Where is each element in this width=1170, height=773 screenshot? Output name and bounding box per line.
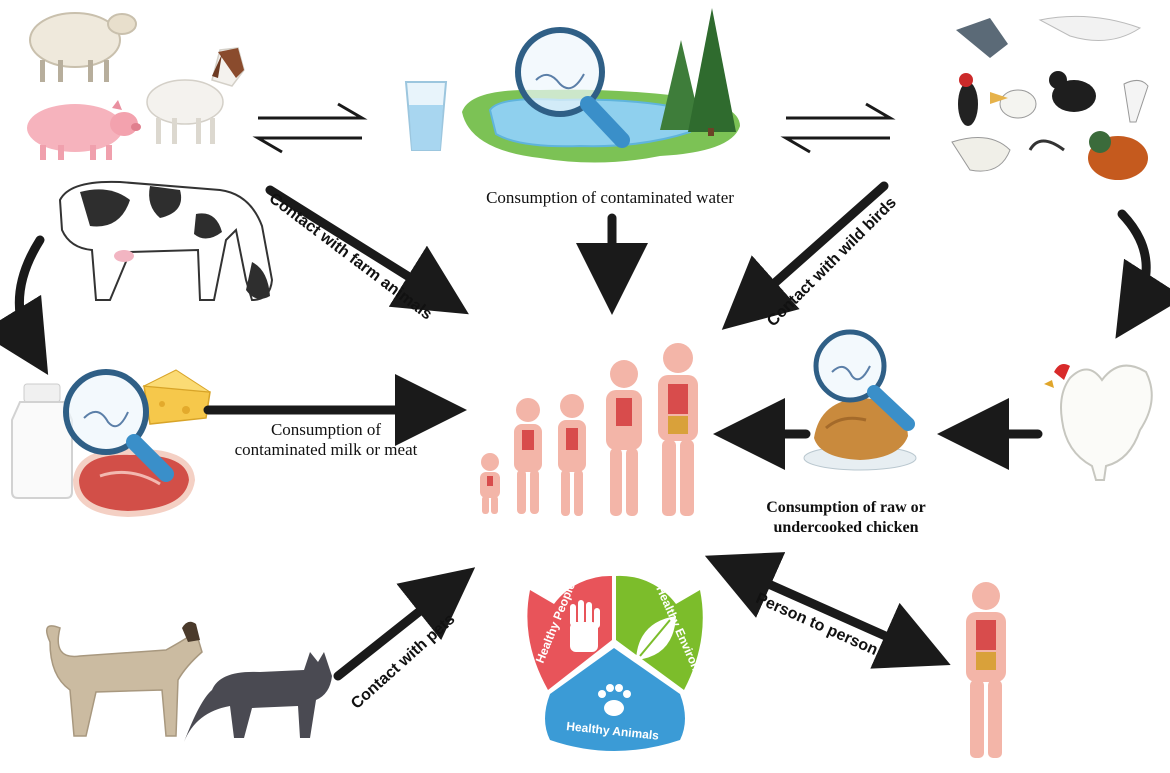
birds-icon xyxy=(951,15,1149,180)
leaf-icon xyxy=(636,616,676,660)
human-body-icon xyxy=(966,582,1006,758)
one-health-badge: Healthy People Healthy Environment Healt… xyxy=(527,575,715,751)
tree-icon xyxy=(660,8,736,136)
paw-icon xyxy=(598,684,631,716)
equilibrium-arrow-right xyxy=(780,102,896,154)
roast-chicken-icon xyxy=(803,398,917,471)
label-milk-meat: Consumption of contaminated milk or meat xyxy=(196,420,456,460)
meat-icon xyxy=(72,448,196,518)
water-glass-icon xyxy=(404,81,448,151)
label-chicken: Consumption of raw or undercooked chicke… xyxy=(726,498,966,538)
label-milk-meat-line1: Consumption of xyxy=(270,420,382,439)
cat-icon xyxy=(184,652,332,742)
magnifier-icon xyxy=(515,27,630,148)
arrow-farm-to-humans xyxy=(265,185,469,315)
arrow-cow-to-milk xyxy=(0,235,49,376)
label-chicken-line2: undercooked chicken xyxy=(773,519,919,536)
dog-icon xyxy=(45,621,203,737)
equilibrium-arrow-left xyxy=(252,102,368,154)
label-milk-meat-line2: contaminated milk or meat xyxy=(234,440,418,459)
label-chicken-line1: Consumption of raw or xyxy=(766,499,926,516)
label-water: Consumption of contaminated water xyxy=(486,188,734,207)
goat-icon xyxy=(146,47,245,144)
cow-icon xyxy=(58,180,274,302)
healthy-animals-segment xyxy=(545,648,685,751)
milk-bottle-icon xyxy=(11,383,73,499)
pig-icon xyxy=(27,100,141,160)
arrow-birds-to-humans xyxy=(721,181,889,330)
human-body-icon xyxy=(480,343,698,516)
arrow-person-to-person xyxy=(704,552,951,669)
arrow-birds-to-rooster xyxy=(1115,209,1170,339)
cheese-icon xyxy=(142,369,211,425)
magnifier-icon xyxy=(813,329,915,431)
magnifier-icon xyxy=(63,369,174,482)
sheep-icon xyxy=(29,12,137,82)
hand-icon xyxy=(570,600,600,652)
rooster-icon xyxy=(1044,364,1153,481)
arrow-pets-to-humans xyxy=(333,567,476,681)
pathway-arrows xyxy=(0,181,1170,681)
